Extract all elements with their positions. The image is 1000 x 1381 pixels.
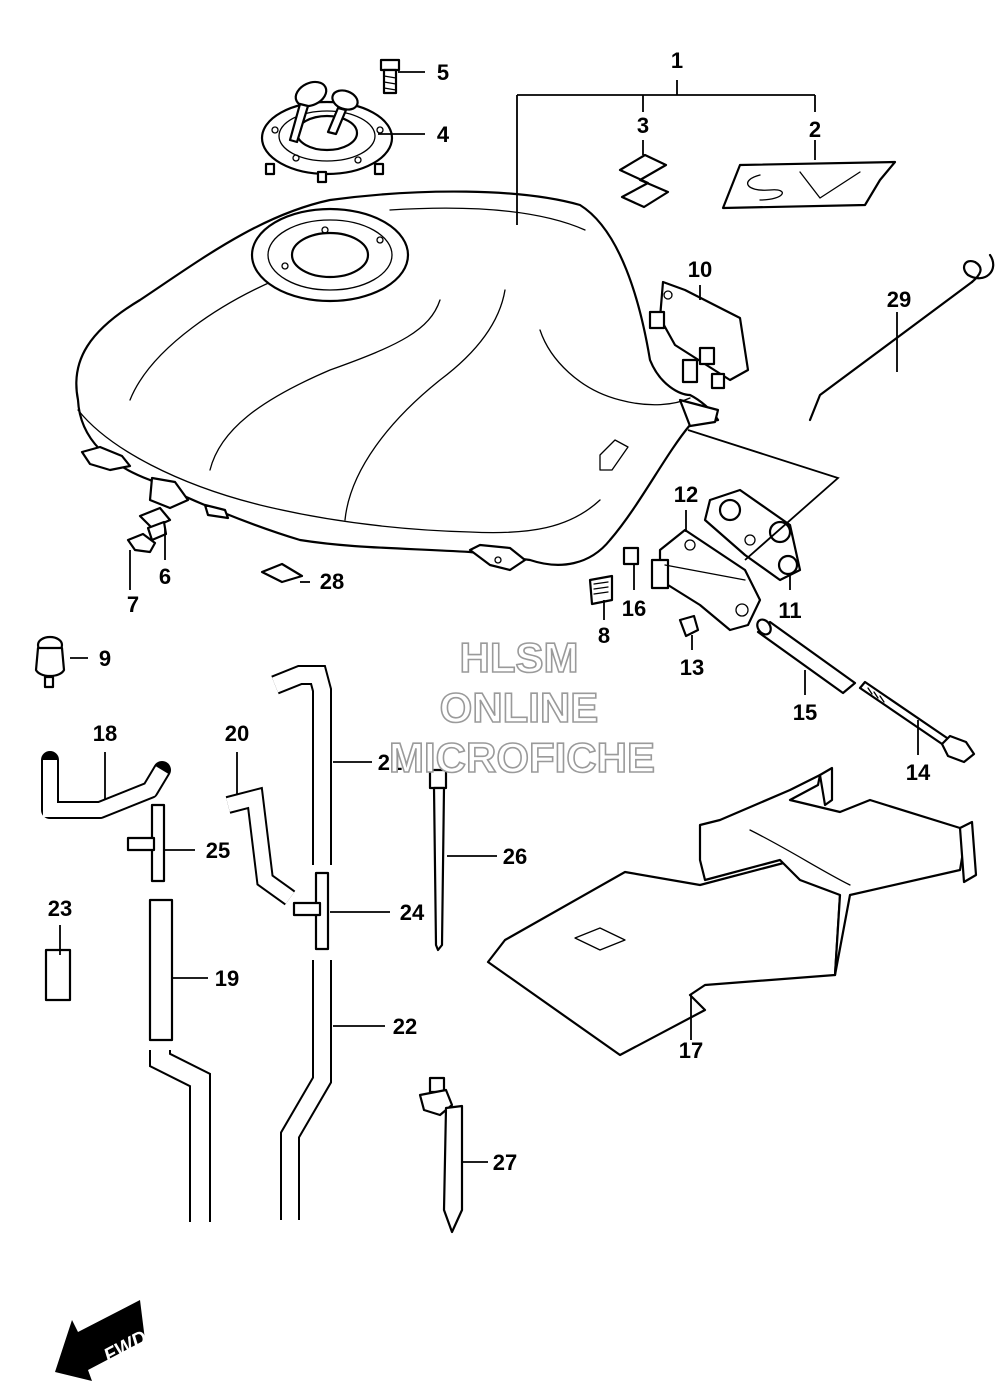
hinge-bracket-12 (650, 528, 762, 632)
callout-6: 6 (159, 564, 171, 589)
wire-29 (808, 253, 995, 422)
sticker-28 (260, 562, 304, 584)
hose-20 (225, 786, 296, 906)
callout-8: 8 (598, 623, 610, 648)
callout-14: 14 (906, 760, 931, 785)
joint-24 (292, 871, 330, 951)
watermark: HLSM ONLINE MICROFICHE (388, 633, 656, 782)
hose-22 (280, 960, 332, 1220)
callout-10: 10 (688, 257, 712, 282)
pad-8 (588, 574, 614, 606)
callout-15: 15 (793, 700, 817, 725)
clip-16 (622, 546, 640, 566)
callout-7: 7 (127, 592, 139, 617)
leader-lines (59, 71, 919, 1163)
collar-13 (678, 614, 700, 638)
callout-4: 4 (437, 122, 450, 147)
suzuki-emblem (618, 153, 670, 209)
callout-26: 26 (503, 844, 527, 869)
callout-25: 25 (206, 838, 230, 863)
fwd-arrow-icon: FWD (55, 1300, 151, 1381)
callout-5: 5 (437, 60, 449, 85)
callout-3: 3 (637, 113, 649, 138)
tie-27 (418, 1076, 464, 1234)
callout-23: 23 (48, 896, 72, 921)
sv-emblem (721, 160, 897, 210)
joint-25 (126, 803, 166, 883)
fuel-tank (75, 190, 720, 572)
heat-shield-17 (486, 766, 978, 1057)
watermark-line-1: HLSM (460, 634, 579, 681)
sticker-23 (44, 948, 72, 1002)
callout-24: 24 (400, 900, 425, 925)
pipe-15 (756, 618, 857, 695)
callout-18: 18 (93, 721, 117, 746)
bolt-14 (858, 680, 976, 764)
bolt-5 (379, 58, 401, 95)
callout-9: 9 (99, 646, 111, 671)
watermark-line-2: ONLINE (440, 684, 599, 731)
callout-13: 13 (680, 655, 704, 680)
callout-2: 2 (809, 117, 821, 142)
callout-22: 22 (393, 1014, 417, 1039)
spacer-7 (126, 532, 157, 554)
hinge-plate-11 (703, 488, 802, 582)
hose-21 (271, 665, 332, 865)
callout-labels: 1 2 3 4 5 6 7 8 9 10 11 12 13 14 15 16 1… (48, 48, 931, 1175)
callout-1: 1 (671, 48, 683, 73)
callout-20: 20 (225, 721, 249, 746)
callout-19: 19 (215, 966, 239, 991)
watermark-line-3: MICROFICHE (389, 734, 655, 781)
callout-12: 12 (674, 482, 698, 507)
cushion-9 (34, 635, 66, 689)
callout-17: 17 (679, 1038, 703, 1063)
bracket-10 (648, 280, 750, 390)
callout-11: 11 (778, 598, 801, 623)
callout-16: 16 (622, 596, 646, 621)
callout-21: 21 (378, 750, 402, 775)
callout-28: 28 (320, 569, 344, 594)
callout-27: 27 (493, 1150, 517, 1175)
fuel-cap (260, 80, 394, 184)
tie-26 (428, 768, 448, 952)
grommet-6 (138, 506, 172, 542)
hose-18 (41, 751, 171, 819)
hose-19 (148, 898, 211, 1222)
callout-29: 29 (887, 287, 911, 312)
